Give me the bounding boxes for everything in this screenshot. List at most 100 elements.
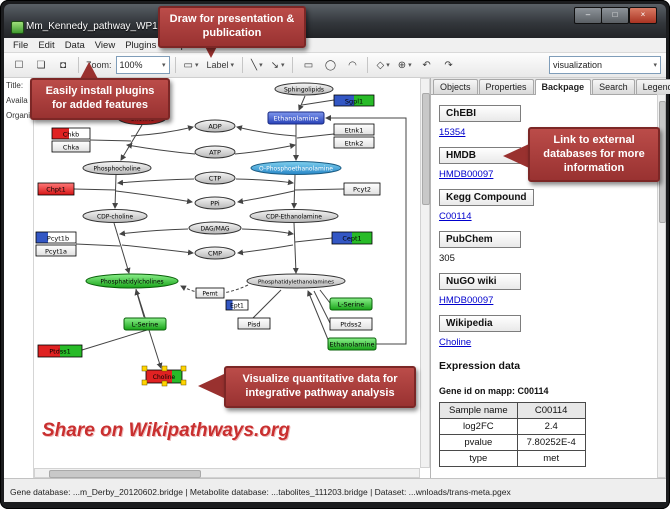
node-shape <box>123 317 167 331</box>
template-icon: ◇ <box>376 59 385 71</box>
node-pisd[interactable]: Pisd <box>237 317 271 330</box>
tab-properties[interactable]: Properties <box>478 79 534 94</box>
menu-bar: File Edit Data View Plugins Help <box>4 38 666 53</box>
visualization-select[interactable]: visualization ▾ <box>549 56 661 74</box>
tab-backpage[interactable]: Backpage <box>534 79 592 95</box>
tab-search[interactable]: Search <box>592 79 635 94</box>
node-cdp-ethanolamine[interactable]: CDP-Ethanolamine <box>249 209 339 223</box>
node-dag-mag[interactable]: DAG/MAG <box>188 221 242 235</box>
pathway-canvas[interactable]: Chkb Chka Choline Sphingolipids Sgpl1 Et… <box>34 78 430 478</box>
node-atp[interactable]: ATP <box>194 145 236 159</box>
wikipedia-link[interactable]: Choline <box>439 337 472 348</box>
undo-icon[interactable]: ↶ <box>422 59 431 71</box>
node-ptdss2[interactable]: Ptdss2 <box>329 317 373 331</box>
node-chpt1[interactable]: Chpt1 <box>37 182 75 196</box>
node-ptdss1[interactable]: Ptdss1 <box>37 344 83 358</box>
status-text: Gene database: ...m_Derby_20120602.bridg… <box>10 487 511 497</box>
node-cmp[interactable]: CMP <box>194 246 236 260</box>
connector <box>296 133 335 139</box>
node-shape <box>225 299 249 311</box>
node-pcyt2[interactable]: Pcyt2 <box>343 182 381 196</box>
menu-plugins[interactable]: Plugins <box>125 39 157 51</box>
node-sphingolipids[interactable]: Sphingolipids <box>274 82 334 96</box>
node-label: Phosphatidylethanolamines <box>258 280 334 286</box>
menu-data[interactable]: Data <box>64 39 85 51</box>
tab-legend[interactable]: Legend <box>635 79 670 94</box>
node-label: Etnk1 <box>345 127 364 135</box>
node-chkb[interactable]: Chkb <box>51 127 91 140</box>
node-etnk2[interactable]: Etnk2 <box>333 136 375 149</box>
node-pcyt1b[interactable]: Pcyt1b <box>35 231 77 244</box>
redo-icon[interactable]: ↷ <box>444 59 453 71</box>
node-chka[interactable]: Chka <box>51 140 91 153</box>
node-ppi[interactable]: PPi <box>194 196 236 210</box>
canvas-vertical-scrollbar[interactable] <box>420 78 430 468</box>
node-ethanolamine-top[interactable]: Ethanolamine <box>267 111 325 125</box>
connector <box>313 290 331 324</box>
nugo-link[interactable]: HMDB00097 <box>439 295 494 306</box>
arrow-tool-dropdown[interactable]: ↘ ▾ <box>268 55 288 75</box>
node-shape <box>82 161 152 175</box>
chevron-down-icon: ▾ <box>386 62 390 69</box>
node-label: Pcyt1b <box>47 235 69 243</box>
hmdb-link[interactable]: HMDB00097 <box>439 169 494 180</box>
zoom-select[interactable]: 100% ▾ <box>115 56 170 74</box>
node-label: Pcyt1a <box>45 248 67 256</box>
title-bar[interactable]: Mm_Kennedy_pathway_WP1771_45176.gp... – … <box>4 4 666 38</box>
node-adp[interactable]: ADP <box>194 119 236 133</box>
node-l-serine-left[interactable]: L-Serine <box>123 317 167 331</box>
scrollbar-thumb[interactable] <box>659 101 666 223</box>
cell-sample-name: Sample name <box>439 402 518 419</box>
minimize-button[interactable]: – <box>574 7 602 24</box>
node-ctp[interactable]: CTP <box>194 171 236 185</box>
node-choline-selected[interactable]: Choline <box>141 365 187 387</box>
node-label: L-Serine <box>132 321 159 329</box>
oval-tool-icon[interactable]: ◯ <box>324 59 337 71</box>
node-cdp-choline[interactable]: CDP-choline <box>82 209 148 223</box>
template-icon: ⊕ <box>397 59 407 71</box>
menu-view[interactable]: View <box>94 39 116 51</box>
arc-tool-icon[interactable]: ◠ <box>348 59 357 71</box>
rectangle-tool-icon[interactable]: ▭ <box>303 59 314 71</box>
node-sgpl1[interactable]: Sgpl1 <box>333 94 375 107</box>
datanode-dropdown[interactable]: ▭ ▾ <box>181 55 202 75</box>
node-phosphatidylethanolamines[interactable]: Phosphatidylethanolamines <box>246 273 346 289</box>
node-phosphatidylcholines[interactable]: Phosphatidylcholines <box>85 273 179 289</box>
canvas-horizontal-scrollbar[interactable] <box>34 468 420 478</box>
node-o-phosphoethanolamine[interactable]: O-Phosphoethanolamine <box>250 161 342 175</box>
kegg-link[interactable]: C00114 <box>439 211 472 222</box>
node-label: Pisd <box>247 321 260 329</box>
node-etnk1[interactable]: Etnk1 <box>333 123 375 136</box>
scrollbar-thumb[interactable] <box>422 93 430 205</box>
menu-file[interactable]: File <box>13 39 29 51</box>
selection-handles[interactable] <box>141 365 187 387</box>
node-label: DAG/MAG <box>200 226 229 233</box>
new-pathway-icon[interactable]: ☐ <box>14 59 24 71</box>
chebi-link[interactable]: 15354 <box>439 127 466 138</box>
open-icon[interactable]: ❏ <box>36 59 46 71</box>
node-l-serine-right[interactable]: L-Serine <box>329 297 373 311</box>
expression-data-title: Expression data <box>439 360 521 372</box>
template-dropdown-2[interactable]: ⊕ ▾ <box>395 55 415 75</box>
node-phosphocholine[interactable]: Phosphocholine <box>82 161 152 175</box>
node-ept1[interactable]: Ept1 <box>225 299 249 311</box>
node-pcyt1a[interactable]: Pcyt1a <box>35 244 77 257</box>
node-cept1[interactable]: Cept1 <box>331 231 373 245</box>
label-dropdown[interactable]: Label ▾ <box>203 55 237 75</box>
connector <box>294 188 345 191</box>
node-ethanolamine-bottom[interactable]: Ethanolamine <box>327 337 377 351</box>
close-button[interactable]: × <box>629 7 657 24</box>
toolbar-separator <box>174 57 176 73</box>
edge <box>237 244 294 256</box>
menu-edit[interactable]: Edit <box>38 39 55 51</box>
node-shape <box>194 196 236 210</box>
scrollbar-thumb[interactable] <box>49 470 201 478</box>
template-dropdown-1[interactable]: ◇ ▾ <box>373 55 392 75</box>
chevron-down-icon: ▾ <box>653 62 657 69</box>
tab-objects[interactable]: Objects <box>433 79 478 94</box>
line-tool-dropdown[interactable]: ╲ ▾ <box>248 55 266 75</box>
save-icon[interactable]: ◘ <box>59 59 67 71</box>
node-pemt[interactable]: Pemt <box>195 287 225 299</box>
edge <box>298 95 306 111</box>
maximize-button[interactable]: □ <box>601 7 629 24</box>
